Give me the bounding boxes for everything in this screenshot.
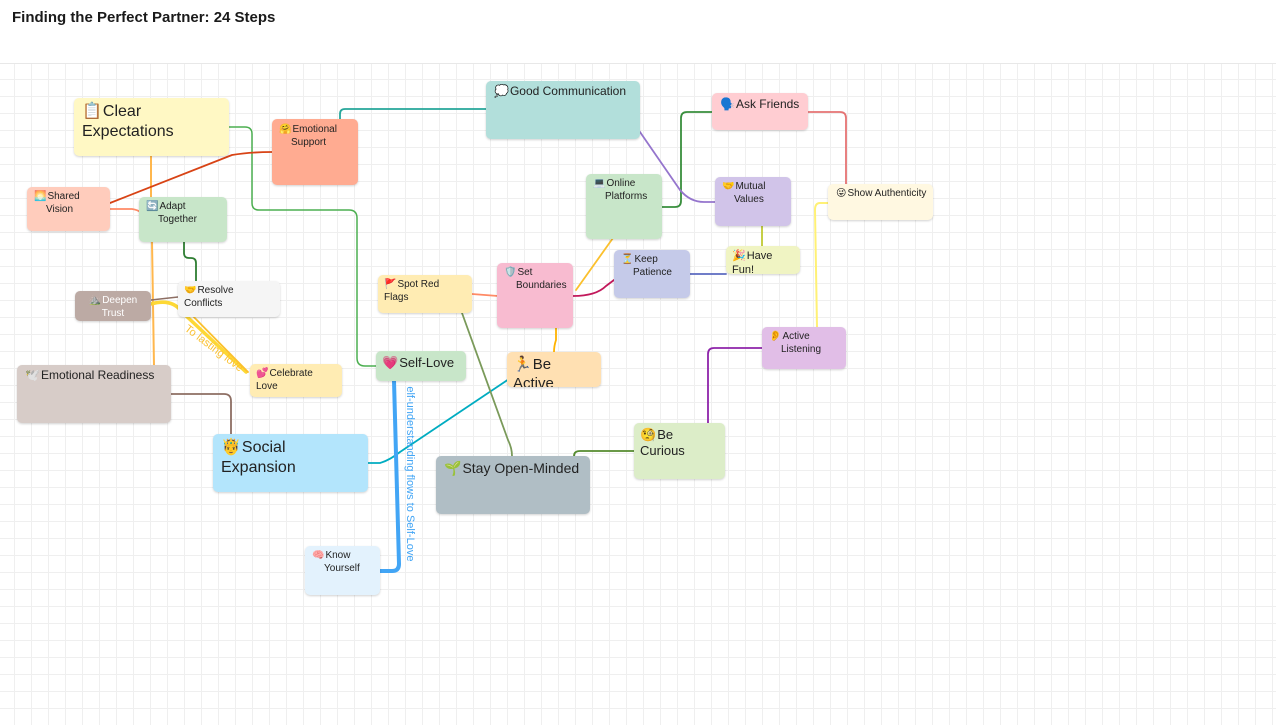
seedling-icon: 🌱 bbox=[444, 460, 462, 476]
edge-emotional-readiness-social bbox=[170, 393, 232, 435]
edge-spot-red-flags-open-minded bbox=[461, 312, 513, 457]
node-deepen-trust[interactable]: ⛰️Deepen Trust bbox=[75, 291, 151, 321]
node-ask-friends[interactable]: 🗣️Ask Friends bbox=[712, 93, 808, 130]
edge-boundaries-be-active bbox=[553, 327, 557, 353]
brain-icon: 🧠 bbox=[312, 550, 325, 561]
node-self-love[interactable]: 💗Self-Love bbox=[376, 351, 466, 381]
edge-emotional-support-good-communication bbox=[339, 108, 488, 120]
edge-label-lasting-love: To lasting love bbox=[182, 323, 245, 374]
shield-icon: 🛡️ bbox=[504, 267, 517, 278]
dove-icon: 🕊️ bbox=[25, 368, 40, 382]
edge-shared-vision-adapt bbox=[109, 208, 141, 213]
node-active-listening[interactable]: 👂Active Listening bbox=[762, 327, 846, 369]
edge-boundaries-online bbox=[575, 237, 614, 291]
node-spot-red-flags[interactable]: 🚩Spot Red Flags bbox=[378, 275, 472, 313]
node-show-authenticity[interactable]: 😜Show Authenticity bbox=[828, 184, 933, 220]
edge-adapt-resolve-conflicts bbox=[183, 241, 197, 282]
ear-icon: 👂 bbox=[769, 331, 782, 342]
node-adapt-together[interactable]: 🔄Adapt Together bbox=[139, 197, 227, 242]
node-be-curious[interactable]: 🧐Be Curious bbox=[634, 423, 725, 479]
refresh-icon: 🔄 bbox=[146, 201, 159, 212]
edge-show-auth-active-listening bbox=[814, 202, 829, 328]
hug-icon: 🤗 bbox=[279, 124, 292, 135]
node-emotional-readiness[interactable]: 🕊️Emotional Readiness bbox=[17, 365, 171, 423]
edge-spot-red-flags-boundaries bbox=[471, 293, 499, 297]
edge-good-communication-mutual bbox=[639, 131, 717, 203]
node-keep-patience[interactable]: ⏳Keep Patience bbox=[614, 250, 690, 298]
node-social-expansion[interactable]: 🤴Social Expansion bbox=[213, 434, 368, 492]
red-flag-icon: 🚩 bbox=[384, 279, 397, 290]
svg-text:To lasting love: To lasting love bbox=[182, 323, 245, 374]
edge-shared-vision-emotional-support bbox=[109, 151, 273, 204]
person-icon: 🤴 bbox=[221, 439, 241, 456]
two-hearts-icon: 💕 bbox=[256, 368, 269, 379]
hourglass-icon: ⏳ bbox=[621, 254, 634, 265]
mountain-icon: ⛰️ bbox=[88, 295, 102, 306]
node-set-boundaries[interactable]: 🛡️Set Boundaries bbox=[497, 263, 573, 328]
edge-online-ask-friends bbox=[661, 111, 713, 208]
node-know-yourself[interactable]: 🧠Know Yourself bbox=[305, 546, 380, 595]
edge-clear-expectations-self-love bbox=[228, 126, 377, 367]
sunrise-icon: 🌅 bbox=[34, 191, 47, 202]
node-resolve-conflicts[interactable]: 🤝Resolve Conflicts bbox=[178, 281, 280, 317]
edge-boundaries-keep-patience bbox=[572, 279, 615, 297]
laptop-icon: 💻 bbox=[593, 178, 606, 189]
runner-icon: 🏃 bbox=[513, 356, 532, 373]
page-title: Finding the Perfect Partner: 24 Steps bbox=[12, 9, 276, 26]
handshake-icon: 🤝 bbox=[184, 285, 197, 296]
thought-bubble-icon: 💭 bbox=[494, 84, 509, 98]
node-mutual-values[interactable]: 🤝Mutual Values bbox=[715, 177, 791, 226]
speaking-head-icon: 🗣️ bbox=[720, 97, 735, 111]
node-be-active[interactable]: 🏃Be Active bbox=[507, 352, 601, 387]
node-emotional-support[interactable]: 🤗Emotional Support bbox=[272, 119, 358, 185]
edge-deepen-trust-resolve bbox=[150, 296, 179, 301]
handshake-icon: 🤝 bbox=[722, 181, 735, 192]
node-have-fun[interactable]: 🎉Have Fun! bbox=[726, 246, 800, 274]
edge-active-listening-be-curious bbox=[707, 347, 763, 424]
node-celebrate-love[interactable]: 💕Celebrate Love bbox=[250, 364, 342, 397]
clipboard-icon: 📋 bbox=[82, 103, 102, 120]
heart-icon: 💗 bbox=[382, 355, 399, 370]
node-shared-vision[interactable]: 🌅Shared Vision bbox=[27, 187, 110, 231]
node-good-communication[interactable]: 💭Good Communication bbox=[486, 81, 640, 139]
node-stay-open-minded[interactable]: 🌱Stay Open-Minded bbox=[436, 456, 590, 514]
edge-ask-friends-show-auth bbox=[807, 111, 847, 187]
edge-social-be-active bbox=[367, 376, 513, 464]
edge-know-yourself-self-love bbox=[378, 379, 401, 573]
edge-be-curious-open-minded bbox=[573, 450, 635, 457]
node-clear-expectations[interactable]: 📋Clear Expectations bbox=[74, 98, 229, 156]
winking-face-icon: 😜 bbox=[836, 188, 847, 199]
party-popper-icon: 🎉 bbox=[732, 250, 746, 262]
monocle-face-icon: 🧐 bbox=[640, 427, 657, 442]
node-online-platforms[interactable]: 💻Online Platforms bbox=[586, 174, 662, 239]
